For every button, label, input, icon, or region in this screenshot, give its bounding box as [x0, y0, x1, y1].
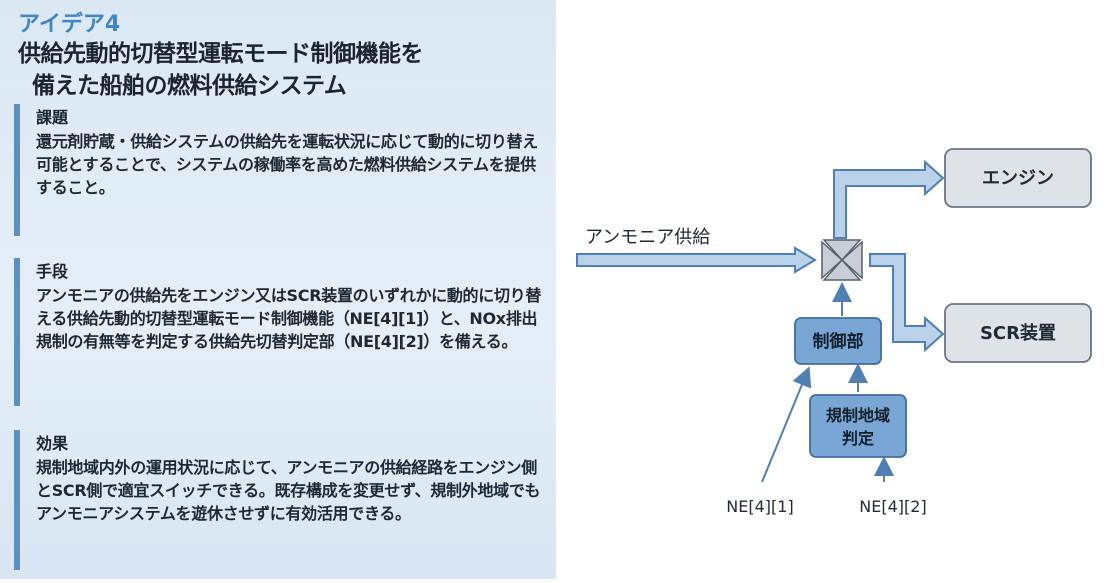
- section-effect: 効果 規制地域内外の運用状況に応じて、アンモニアの供給経路をエンジン側とSCR側…: [14, 430, 544, 570]
- engine-label: エンジン: [982, 168, 1054, 189]
- title-line-1: 供給先動的切替型運転モード制御機能を: [18, 41, 424, 67]
- ne1-arrow: [761, 366, 812, 483]
- section-heading-means: 手段: [36, 262, 69, 281]
- engine-pipe-arrow: [833, 159, 945, 239]
- ne1-label: NE[4][1]: [726, 497, 793, 516]
- section-problem: 課題 還元剤貯蔵・供給システムの供給先を運転状況に応じて動的に切り替え可能とする…: [14, 104, 544, 236]
- engine-box: [944, 148, 1092, 208]
- section-heading-problem: 課題: [36, 108, 69, 127]
- section-body-means: アンモニアの供給先をエンジン又はSCR装置のいずれかに動的に切り替える供給先動的…: [36, 286, 542, 351]
- left-panel: アイデア4 供給先動的切替型運転モード制御機能を 備えた船舶の燃料供給システム …: [0, 0, 556, 579]
- flow-diagram: エンジン SCR装置 制御部 規制地域 判定 アンモニア供給 NE[4][1] …: [576, 148, 1092, 516]
- section-bar: [14, 430, 20, 570]
- control-unit-box: [794, 317, 882, 365]
- scr-pipe-arrow: [869, 253, 945, 353]
- page-title: 供給先動的切替型運転モード制御機能を 備えた船舶の燃料供給システム: [18, 38, 548, 102]
- section-body-effect: 規制地域内外の運用状況に応じて、アンモニアの供給経路をエンジン側とSCR側で適宜…: [36, 458, 541, 523]
- ne2-label: NE[4][2]: [859, 497, 926, 516]
- section-bar: [14, 258, 20, 406]
- scr-label: SCR装置: [980, 322, 1056, 344]
- supply-pipe-arrow: [576, 246, 817, 274]
- section-body-problem: 還元剤貯蔵・供給システムの供給先を運転状況に応じて動的に切り替え可能とすることで…: [36, 132, 538, 197]
- section-bar: [14, 104, 20, 236]
- title-line-2: 備えた船舶の燃料供給システム: [32, 73, 347, 99]
- diagram-panel: エンジン SCR装置 制御部 規制地域 判定 アンモニア供給 NE[4][1] …: [556, 0, 1114, 579]
- region-judge-box: [809, 394, 907, 458]
- idea-label: アイデア4: [18, 12, 121, 37]
- region-judge-label-line-2: 判定: [842, 429, 874, 448]
- switch-valve-icon: [821, 239, 863, 281]
- section-means: 手段 アンモニアの供給先をエンジン又はSCR装置のいずれかに動的に切り替える供給…: [14, 258, 544, 406]
- region-judge-label-line-1: 規制地域: [826, 406, 890, 425]
- supply-label: アンモニア供給: [585, 227, 710, 248]
- section-heading-effect: 効果: [36, 434, 69, 453]
- control-unit-label: 制御部: [813, 331, 864, 352]
- scr-box: [944, 303, 1092, 363]
